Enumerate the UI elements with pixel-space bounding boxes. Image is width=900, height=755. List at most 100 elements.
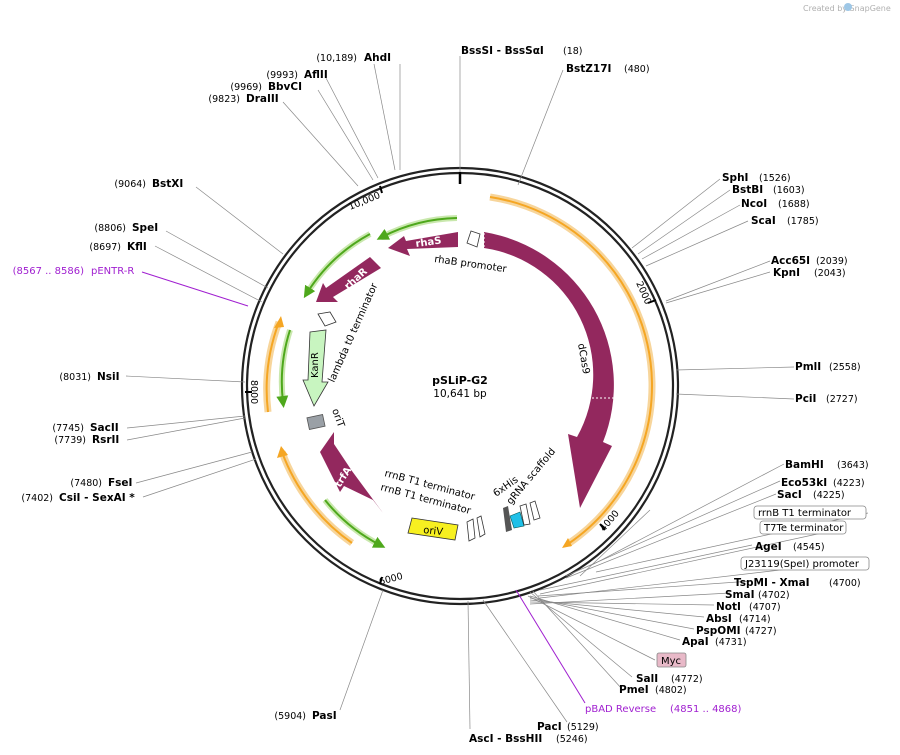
site-pos-AhdI: (10,189) [316, 53, 357, 64]
lambda-t0-arrow [317, 311, 337, 327]
leader-lines [125, 56, 869, 730]
site-pos-BstXI: (9064) [114, 179, 146, 190]
dcas9-arrow [484, 232, 614, 508]
site-BstBI[interactable]: BstBI [732, 184, 763, 196]
site-BstZ17I[interactable]: BstZ17I [566, 63, 611, 75]
site-pos-PasI: (5904) [274, 711, 306, 722]
feature-box-Myc[interactable] [656, 652, 687, 668]
rrnB-terminator-arrow-2 [476, 515, 486, 538]
primer-pos-pENTR-R: (8567 .. 8586) [13, 266, 85, 277]
feature-T7Te-terminator: T7Te terminator [763, 523, 844, 534]
feature-Myc: Myc [661, 656, 681, 667]
site-pos-AscI: (5246) [556, 734, 588, 745]
site-AhdI[interactable]: AhdI [364, 52, 391, 64]
site-pos-PmeI: (4802) [655, 685, 687, 696]
site-BamHI[interactable]: BamHI [785, 459, 824, 471]
site-DraIII[interactable]: DraIII [246, 93, 279, 105]
site-AbsI[interactable]: AbsI [706, 613, 732, 625]
site-BssSI[interactable]: BssSI - BssSαI [461, 45, 544, 57]
site-pos-SmaI: (4702) [758, 590, 790, 601]
primer-pBAD-Reverse[interactable]: pBAD Reverse [585, 704, 656, 715]
site-PacI[interactable]: PacI [537, 721, 562, 733]
pENTR-R-leader [141, 271, 249, 307]
tick-6000 [379, 576, 383, 585]
site-CsiI-SexAI[interactable]: CsiI - SexAI * [59, 492, 135, 504]
site-PmlI[interactable]: PmlI [795, 361, 821, 373]
tick-label-6000: 6000 [378, 571, 404, 588]
snapgene-logo-icon [844, 3, 852, 11]
green-arc-1 [376, 217, 458, 240]
site-pos-BamHI: (3643) [837, 460, 869, 471]
rhaS-arrow [388, 232, 458, 256]
green-arc-2 [303, 233, 371, 299]
gRNA-scaffold-arrow-1 [519, 503, 531, 526]
tick-4000 [599, 523, 606, 531]
site-AscI-BssHII[interactable]: AscI - BssHII [469, 733, 542, 745]
primer-pos-pBAD-Reverse: (4851 .. 4868) [670, 704, 742, 715]
feature-box-rrnB[interactable] [753, 505, 867, 520]
oriT-box [306, 413, 326, 431]
site-SacI[interactable]: SacI [777, 489, 802, 501]
site-PasI[interactable]: PasI [312, 710, 337, 722]
site-PspOMI[interactable]: PspOMI [696, 625, 741, 637]
site-FseI[interactable]: FseI [108, 477, 132, 489]
site-KpnI[interactable]: KpnI [773, 267, 800, 279]
primer-pENTR-R[interactable]: pENTR-R [91, 266, 134, 277]
site-NsiI[interactable]: NsiI [97, 371, 120, 383]
rhaB-promoter-label: rhaB promoter [434, 254, 509, 275]
site-Eco53kI[interactable]: Eco53kI [781, 477, 827, 489]
site-pos-FseI: (7480) [70, 478, 102, 489]
site-pos-NcoI: (1688) [778, 199, 810, 210]
site-KflI[interactable]: KflI [127, 241, 147, 253]
site-RsrII[interactable]: RsrII [92, 434, 119, 446]
site-SacII[interactable]: SacII [90, 422, 119, 434]
site-AflII[interactable]: AflII [304, 69, 328, 81]
site-SalI[interactable]: SalI [636, 673, 658, 685]
rrnB-terminator-arrow-1 [466, 518, 476, 542]
dcas9-label: dCas9 [575, 343, 591, 375]
site-SpeI[interactable]: SpeI [132, 222, 158, 234]
site-pos-BssSI: (18) [563, 46, 583, 57]
rhaR-arrow [316, 257, 381, 302]
tick-10000 [379, 185, 383, 194]
green-arc-4 [324, 499, 386, 548]
site-AgeI[interactable]: AgeI [755, 541, 782, 553]
site-SphI[interactable]: SphI [722, 172, 748, 184]
feature-rrnB-terminator: rrnB T1 terminator [758, 508, 852, 519]
site-pos-Acc65I: (2039) [816, 256, 848, 267]
site-NotI[interactable]: NotI [716, 601, 741, 613]
kanr-arrow [302, 329, 329, 407]
site-pos-SalI: (4772) [671, 674, 703, 685]
site-ApaI[interactable]: ApaI [682, 636, 709, 648]
oriT-label: oriT [329, 407, 346, 430]
feature-box-T7Te[interactable] [759, 520, 847, 535]
orf-arrowhead-left-top [274, 316, 284, 328]
site-pos-DraIII: (9823) [208, 94, 240, 105]
site-NcoI[interactable]: NcoI [741, 198, 767, 210]
site-BstXI[interactable]: BstXI [152, 178, 183, 190]
site-ScaI[interactable]: ScaI [751, 215, 776, 227]
site-Acc65I[interactable]: Acc65I [771, 255, 810, 267]
site-pos-ApaI: (4731) [715, 637, 747, 648]
plasmid-name: pSLiP-G2 [432, 374, 488, 387]
site-pos-PspOMI: (4727) [745, 626, 777, 637]
site-pos-CsiI: (7402) [21, 493, 53, 504]
site-pos-KpnI: (2043) [814, 268, 846, 279]
kanr-label: KanR [310, 352, 321, 378]
site-BbvCI[interactable]: BbvCI [268, 81, 302, 93]
tick-label-8000: 8000 [248, 380, 259, 404]
site-PmeI[interactable]: PmeI [619, 684, 649, 696]
feature-box-J23119[interactable] [740, 556, 870, 571]
trfA-arrow [320, 432, 383, 513]
site-pos-SphI: (1526) [759, 173, 791, 184]
site-SmaI[interactable]: SmaI [725, 589, 755, 601]
site-TspMI-XmaI[interactable]: TspMI - XmaI [734, 577, 810, 589]
site-pos-BbvCI: (9969) [230, 82, 262, 93]
pBAD-reverse-leader [515, 589, 586, 704]
site-PciI[interactable]: PciI [795, 393, 816, 405]
green-glow-4 [322, 498, 382, 548]
green-arc-3 [276, 329, 291, 408]
oriV-box [407, 517, 459, 541]
site-labels: (10,189) AhdI (9993) AflII (9969) BbvCI … [21, 45, 868, 745]
